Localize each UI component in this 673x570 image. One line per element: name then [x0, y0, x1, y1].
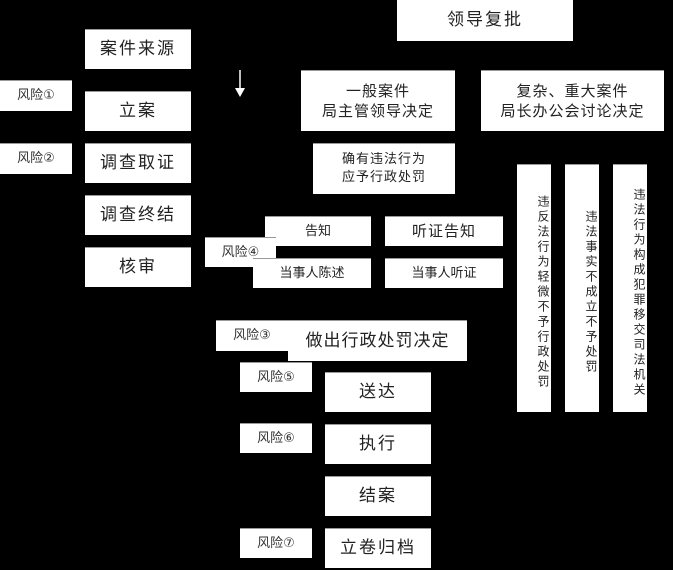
- general-case-line2: 局主管领导决定: [321, 102, 434, 120]
- archive-box: 立卷归档: [325, 528, 431, 568]
- arrow-down-icon: [235, 70, 245, 97]
- general-case-box: 一般案件 局主管领导决定: [301, 70, 455, 131]
- filing-box: 立案: [85, 91, 191, 131]
- investigation-box: 调查取证: [85, 143, 191, 183]
- investigation-end-box: 调查终结: [85, 195, 191, 235]
- risk-7-label: 风险⑦: [240, 528, 312, 558]
- general-case-line1: 一般案件: [345, 81, 410, 100]
- major-case-line2: 局长办公会讨论决定: [500, 102, 645, 120]
- penalty-box: 确有违法行为 应予行政处罚: [313, 143, 455, 194]
- risk-2-label: 风险②: [0, 143, 72, 174]
- outcome-not-established-box: 违法事实不成立不予处罚: [565, 164, 599, 412]
- execution-box: 执行: [325, 424, 431, 464]
- risk-5-label: 风险⑤: [240, 362, 312, 392]
- closing-box: 结案: [325, 476, 431, 516]
- major-case-box: 复杂、重大案件 局长办公会讨论决定: [481, 70, 664, 131]
- decision-box: 做出行政处罚决定: [288, 320, 467, 361]
- risk-3-label: 风险③: [216, 320, 288, 351]
- inform-box: 告知: [265, 216, 371, 246]
- major-case-line1: 复杂、重大案件: [516, 81, 629, 100]
- risk-6-label: 风险⑥: [240, 423, 312, 453]
- outcome-minor-box: 违反法行为轻微不予行政处罚: [517, 164, 551, 412]
- case-source-box: 案件来源: [85, 29, 191, 69]
- hearing-box: 当事人听证: [385, 258, 503, 288]
- review-box: 核审: [85, 247, 191, 287]
- delivery-box: 送达: [325, 372, 431, 412]
- risk-1-label: 风险①: [0, 80, 72, 111]
- penalty-line2: 应予行政处罚: [341, 170, 426, 185]
- penalty-line1: 确有违法行为: [341, 152, 426, 168]
- hearing-notice-box: 听证告知: [385, 216, 503, 246]
- leader-approval-box: 领导复批: [397, 0, 573, 41]
- outcome-crime-box: 违法行为构成犯罪移交司法机关: [613, 164, 647, 412]
- statement-box: 当事人陈述: [253, 258, 371, 288]
